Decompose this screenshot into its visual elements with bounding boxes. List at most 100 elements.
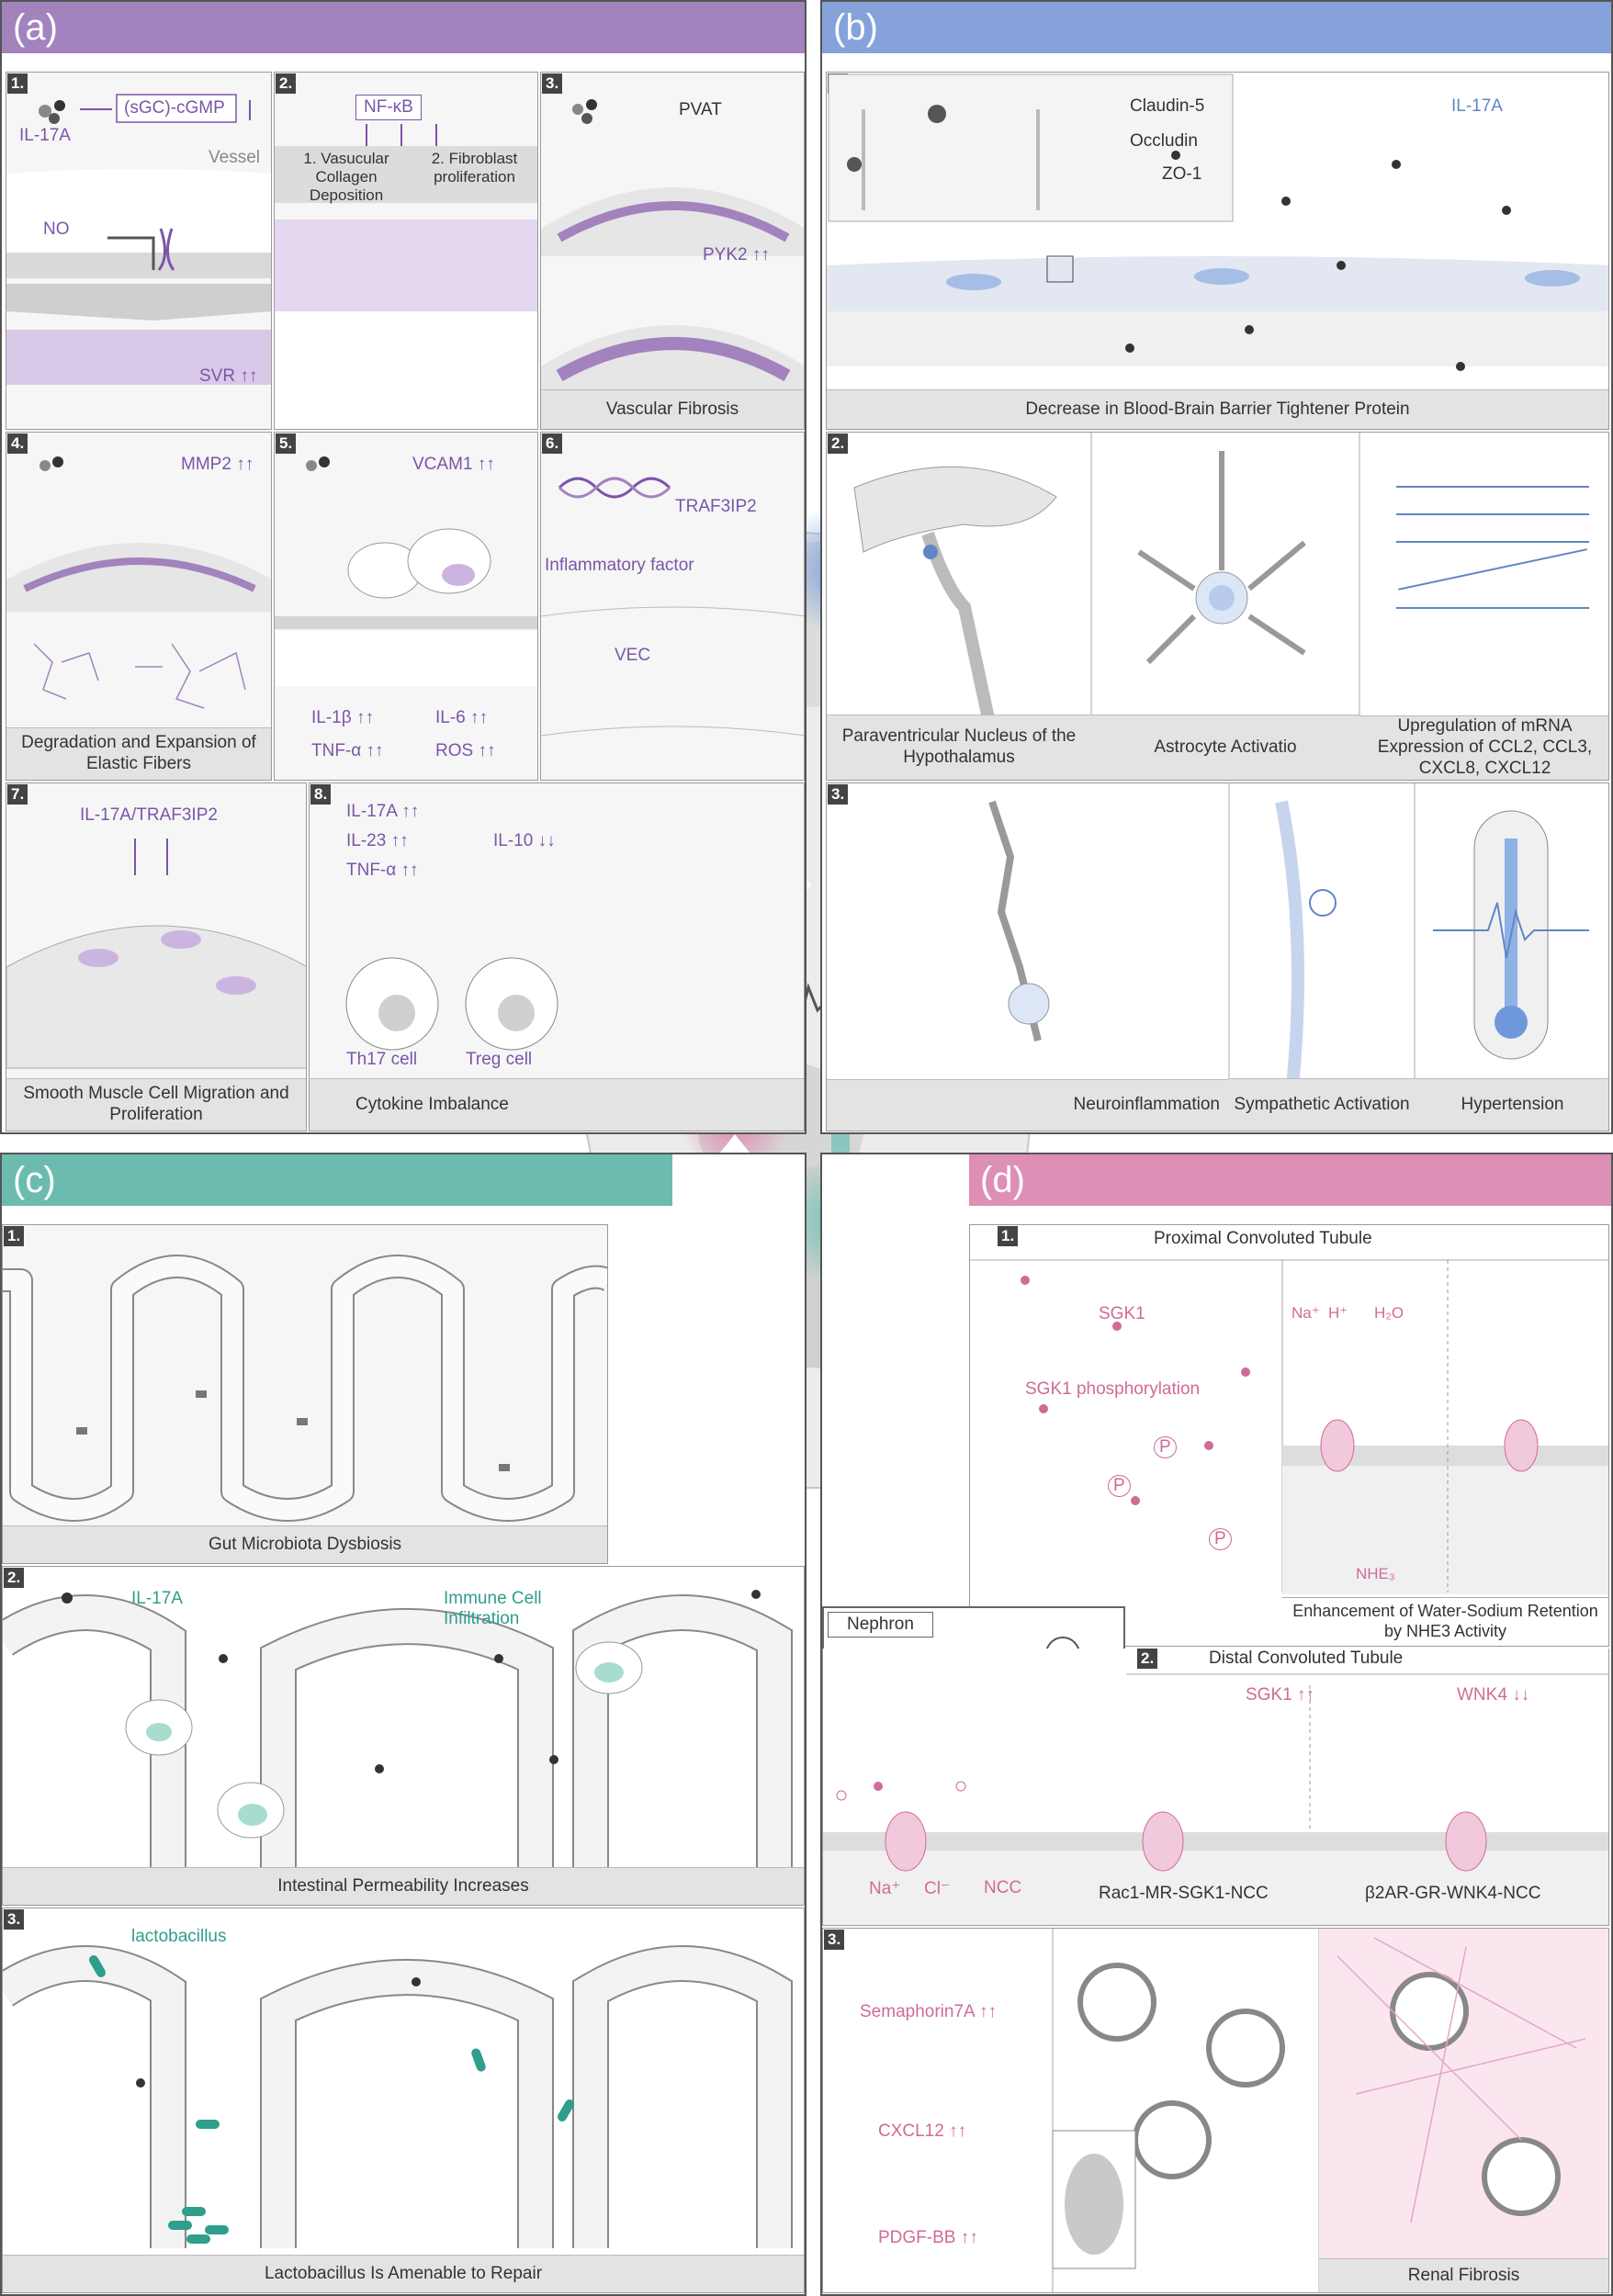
section-b-header: (b) bbox=[822, 2, 1611, 53]
permeability-caption: Intestinal Permeability Increases bbox=[3, 1867, 804, 1905]
section-d: (d) 1. Proximal Convoluted Tubule SGK1 S… bbox=[820, 1153, 1613, 2296]
hypertension-caption: Hypertension bbox=[1415, 1078, 1608, 1131]
il17a-label: IL-17A bbox=[1451, 96, 1503, 116]
panel-d1: 1. Proximal Convoluted Tubule SGK1 SGK1 … bbox=[969, 1224, 1609, 1647]
no-label: NO bbox=[43, 219, 70, 239]
up-arrows: ↑↑ bbox=[400, 861, 419, 880]
smooth-muscle-caption: Smooth Muscle Cell Migration and Prolife… bbox=[6, 1078, 306, 1131]
panel-number: 1. bbox=[998, 1226, 1019, 1246]
nephron-label: Nephron bbox=[828, 1612, 933, 1638]
cl-label: Cl⁻ bbox=[924, 1879, 950, 1898]
sgk1-label: SGK1 bbox=[1099, 1304, 1145, 1323]
panel-b1: 1. Claudin-5 Occludin ZO-1 IL-17A Decrea… bbox=[826, 72, 1609, 430]
h-label: H⁺ bbox=[1328, 1304, 1348, 1322]
panel-number: 1. bbox=[4, 1226, 25, 1246]
up-arrows: ↑↑ bbox=[1296, 1685, 1314, 1705]
mrna-strands bbox=[1396, 469, 1589, 646]
panel-number: 2. bbox=[828, 433, 849, 454]
panel-c1: 1. Gut Microbiota Dysbiosis bbox=[2, 1224, 608, 1564]
panel-number: 4. bbox=[7, 433, 28, 454]
traf3ip2-label: TRAF3IP2 bbox=[675, 497, 757, 516]
sgc-cgmp-label: (sGC)-cGMP bbox=[124, 98, 225, 118]
section-a-label: (a) bbox=[13, 7, 58, 48]
mrna-caption: Upregulation of mRNA Expression of CCL2,… bbox=[1359, 715, 1608, 780]
up-arrows: ↑↑ bbox=[240, 366, 258, 386]
nhe3-caption: Enhancement of Water-Sodium Retention by… bbox=[1282, 1597, 1608, 1646]
na-label: Na⁺ bbox=[869, 1879, 901, 1898]
semaphorin7a-label: Semaphorin7A bbox=[860, 2002, 975, 2021]
rac1-pathway-caption: Rac1-MR-SGK1-NCC bbox=[1099, 1884, 1269, 1903]
up-arrows: ↑↑ bbox=[355, 708, 374, 727]
vessel-label: Vessel bbox=[209, 148, 260, 167]
down-arrows: ↓↓ bbox=[537, 831, 556, 850]
up-arrows: ↑↑ bbox=[366, 741, 384, 760]
svr-label: SVR bbox=[199, 366, 236, 386]
up-arrows: ↑↑ bbox=[751, 245, 770, 264]
na-label: Na⁺ bbox=[1292, 1304, 1320, 1322]
lactobacillus-label: lactobacillus bbox=[131, 1927, 227, 1946]
nfkb-box: NF-κB bbox=[355, 95, 422, 120]
panel-number: 2. bbox=[4, 1568, 25, 1588]
vcam1-label: VCAM1 bbox=[412, 455, 473, 474]
panel-a8: 8. IL-17A ↑↑ IL-23 ↑↑ TNF-α ↑↑ IL-10 ↓↓ … bbox=[309, 782, 805, 1131]
sgk1-phosphorylation-label: SGK1 phosphorylation bbox=[1025, 1379, 1201, 1399]
claudin5-label: Claudin-5 bbox=[1130, 96, 1205, 116]
cxcl12-label: CXCL12 bbox=[878, 2122, 944, 2141]
section-b-label: (b) bbox=[833, 7, 878, 48]
up-arrows: ↑↑ bbox=[978, 2002, 997, 2021]
sgk1-label: SGK1 bbox=[1246, 1685, 1292, 1705]
dct-title: Distal Convoluted Tubule bbox=[1209, 1649, 1404, 1668]
panel-a1: 1. IL-17A (sGC)-cGMP Vessel NO SVR ↑↑ bbox=[6, 72, 272, 430]
panel-a5: 5. VCAM1 ↑↑ IL-1β ↑↑ IL-6 ↑↑ TNF-α ↑↑ RO… bbox=[274, 432, 538, 781]
immune-infiltration-label: Immune Cell Infiltration bbox=[444, 1589, 542, 1628]
th17-cell-label: Th17 cell bbox=[346, 1050, 418, 1069]
section-c: (c) 1. Gut Microbiota Dysbiosis 2. IL-17… bbox=[0, 1153, 806, 2296]
panel-number: 3. bbox=[4, 1909, 25, 1930]
section-a: (a) 1. IL-17A (sGC)-cGMP Vessel NO SVR ↑… bbox=[0, 0, 806, 1134]
il17a-label: IL-17A bbox=[19, 126, 71, 145]
section-b: (b) 1. Claudin-5 Occludin ZO-1 IL-17A De… bbox=[820, 0, 1613, 1134]
phospho-marker: P bbox=[1154, 1436, 1177, 1458]
b2ar-pathway-caption: β2AR-GR-WNK4-NCC bbox=[1365, 1884, 1541, 1903]
panel-number: 8. bbox=[310, 784, 332, 805]
zo1-label: ZO-1 bbox=[1162, 164, 1202, 184]
panel-a6: 6. TRAF3IP2 Inflammatory factor VEC bbox=[540, 432, 805, 781]
phospho-marker: P bbox=[1108, 1475, 1131, 1497]
panel-c3: 3. lactobacillus Lactobacillus Is Amenab… bbox=[2, 1908, 805, 2293]
h2o-label: H₂O bbox=[1374, 1304, 1404, 1322]
tnfa-label: TNF-α bbox=[311, 741, 362, 760]
il10-label: IL-10 bbox=[493, 831, 534, 850]
repair-caption: Lactobacillus Is Amenable to Repair bbox=[3, 2255, 804, 2292]
panel-b2: 2. Paraventricular Nucleus of the Hypoth… bbox=[826, 432, 1609, 781]
il6-label: IL-6 bbox=[435, 708, 466, 727]
occludin-label: Occludin bbox=[1130, 131, 1198, 151]
mmp2-label: MMP2 bbox=[181, 455, 231, 474]
section-c-header: (c) bbox=[2, 1154, 672, 1206]
il17a-label: IL-17A bbox=[131, 1589, 183, 1608]
fibroblast-label: 2. Fibroblast proliferation bbox=[431, 150, 518, 186]
sympathetic-caption: Sympathetic Activation bbox=[1229, 1078, 1415, 1131]
phospho-marker: P bbox=[1209, 1528, 1232, 1550]
pct-title: Proximal Convoluted Tubule bbox=[1154, 1229, 1372, 1248]
il23-label: IL-23 bbox=[346, 831, 387, 850]
tnfa-label: TNF-α bbox=[346, 861, 397, 880]
bbb-caption: Decrease in Blood-Brain Barrier Tightene… bbox=[827, 389, 1608, 429]
up-arrows: ↑↑ bbox=[477, 455, 495, 474]
panel-number: 3. bbox=[542, 73, 563, 94]
cytokine-imbalance-caption: Cytokine Imbalance bbox=[310, 1078, 804, 1131]
panel-a4: 4. MMP2 ↑↑ Degradation and Expansion of … bbox=[6, 432, 272, 781]
dysbiosis-caption: Gut Microbiota Dysbiosis bbox=[3, 1525, 607, 1563]
ros-label: ROS bbox=[435, 741, 474, 760]
nhe3-label: NHE₃ bbox=[1356, 1565, 1395, 1582]
panel-number: 7. bbox=[7, 784, 28, 805]
up-arrows: ↑↑ bbox=[960, 2228, 978, 2247]
panel-number: 3. bbox=[824, 1930, 845, 1950]
up-arrows: ↑↑ bbox=[236, 455, 254, 474]
panel-number: 2. bbox=[1137, 1649, 1158, 1669]
inflammatory-factor-label: Inflammatory factor bbox=[545, 556, 694, 575]
down-arrows: ↓↓ bbox=[1512, 1685, 1530, 1705]
pyk2-label: PYK2 bbox=[703, 245, 748, 264]
panel-number: 5. bbox=[276, 433, 297, 454]
panel-a3: 3. PVAT PYK2 ↑↑ Vascular Fibrosis bbox=[540, 72, 805, 430]
vascular-fibrosis-caption: Vascular Fibrosis bbox=[541, 389, 804, 429]
